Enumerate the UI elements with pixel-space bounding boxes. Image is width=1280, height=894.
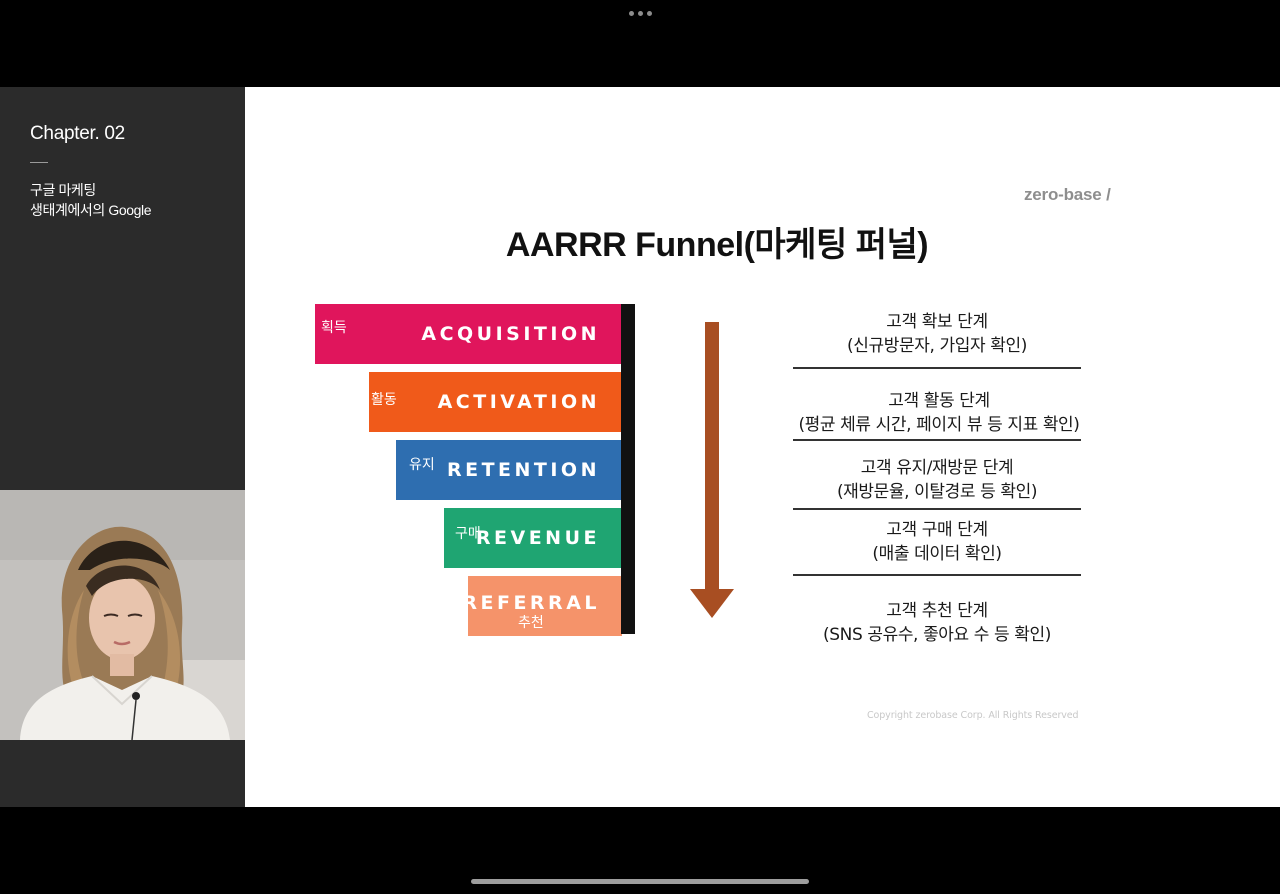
funnel-bar-en-label: REVENUE (475, 527, 600, 549)
stage-title: 고객 구매 단계 (886, 520, 988, 540)
funnel-axis-line (621, 304, 635, 634)
stage-title: 고객 활동 단계 (888, 391, 990, 411)
funnel-bar-kr-label: 획득 (321, 320, 347, 336)
stage-divider (793, 367, 1081, 369)
home-indicator[interactable] (471, 879, 809, 884)
funnel-bar-revenue: 구매 REVENUE (444, 508, 622, 568)
funnel-bar-acquisition: 획득 ACQUISITION (315, 304, 622, 364)
stage-referral: 고객 추천 단계 (SNS 공유수, 좋아요 수 등 확인) (762, 599, 1112, 647)
stage-revenue: 고객 구매 단계 (매출 데이터 확인) (772, 518, 1102, 566)
chapter-subtitle: 구글 마케팅 생태계에서의 Google (30, 180, 152, 220)
stage-title: 고객 추천 단계 (886, 601, 988, 621)
funnel-bar-en-label: REFERRAL (462, 592, 600, 614)
stage-detail: (재방문율, 이탈경로 등 확인) (836, 482, 1038, 502)
stage-title: 고객 유지/재방문 단계 (860, 458, 1014, 478)
down-arrow-icon (690, 322, 734, 618)
chapter-label: Chapter. 02 (30, 123, 125, 144)
stage-detail: (평균 체류 시간, 페이지 뷰 등 지표 확인) (798, 415, 1080, 435)
stage-title: 고객 확보 단계 (886, 312, 988, 332)
stage-divider (793, 574, 1081, 576)
chapter-subtitle-line: 생태계에서의 Google (30, 202, 152, 218)
funnel-bar-kr-label: 활동 (371, 392, 397, 408)
funnel-bar-en-label: RETENTION (446, 459, 600, 481)
lecture-sidebar: Chapter. 02 구글 마케팅 생태계에서의 Google (0, 87, 245, 807)
presentation-slide: zero-base / AARRR Funnel(마케팅 퍼널) 획득 ACQU… (245, 87, 1280, 807)
stage-acquisition: 고객 확보 단계 (신규방문자, 가입자 확인) (772, 310, 1102, 358)
slide-title: AARRR Funnel(마케팅 퍼널) (505, 226, 929, 264)
stage-activation: 고객 활동 단계 (평균 체류 시간, 페이지 뷰 등 지표 확인) (766, 389, 1112, 437)
zero-base-logo: zero-base / (1024, 185, 1111, 204)
stage-detail: (매출 데이터 확인) (872, 544, 1002, 564)
stage-divider (793, 439, 1081, 441)
stage-divider (793, 508, 1081, 510)
funnel-bar-referral: REFERRAL 추천 (462, 576, 622, 636)
stage-retention: 고객 유지/재방문 단계 (재방문율, 이탈경로 등 확인) (772, 456, 1102, 504)
more-options-icon[interactable] (628, 8, 652, 18)
chapter-divider (30, 162, 48, 163)
stage-detail: (신규방문자, 가입자 확인) (847, 336, 1027, 356)
funnel-bar-en-label: ACTIVATION (437, 391, 600, 413)
presenter-webcam (0, 490, 245, 740)
funnel-bar-kr-label: 유지 (409, 457, 435, 473)
funnel-bar-activation: 활동 ACTIVATION (369, 372, 622, 432)
copyright-notice: Copyright zerobase Corp. All Rights Rese… (867, 710, 1079, 721)
stage-detail: (SNS 공유수, 좋아요 수 등 확인) (823, 625, 1051, 645)
funnel-bar-kr-label: 추천 (518, 615, 544, 631)
funnel-bar-en-label: ACQUISITION (421, 323, 600, 345)
funnel-bar-kr-label: 구매 (455, 526, 481, 542)
chapter-subtitle-line: 구글 마케팅 (30, 182, 96, 198)
funnel-bar-retention: 유지 RETENTION (396, 440, 622, 500)
